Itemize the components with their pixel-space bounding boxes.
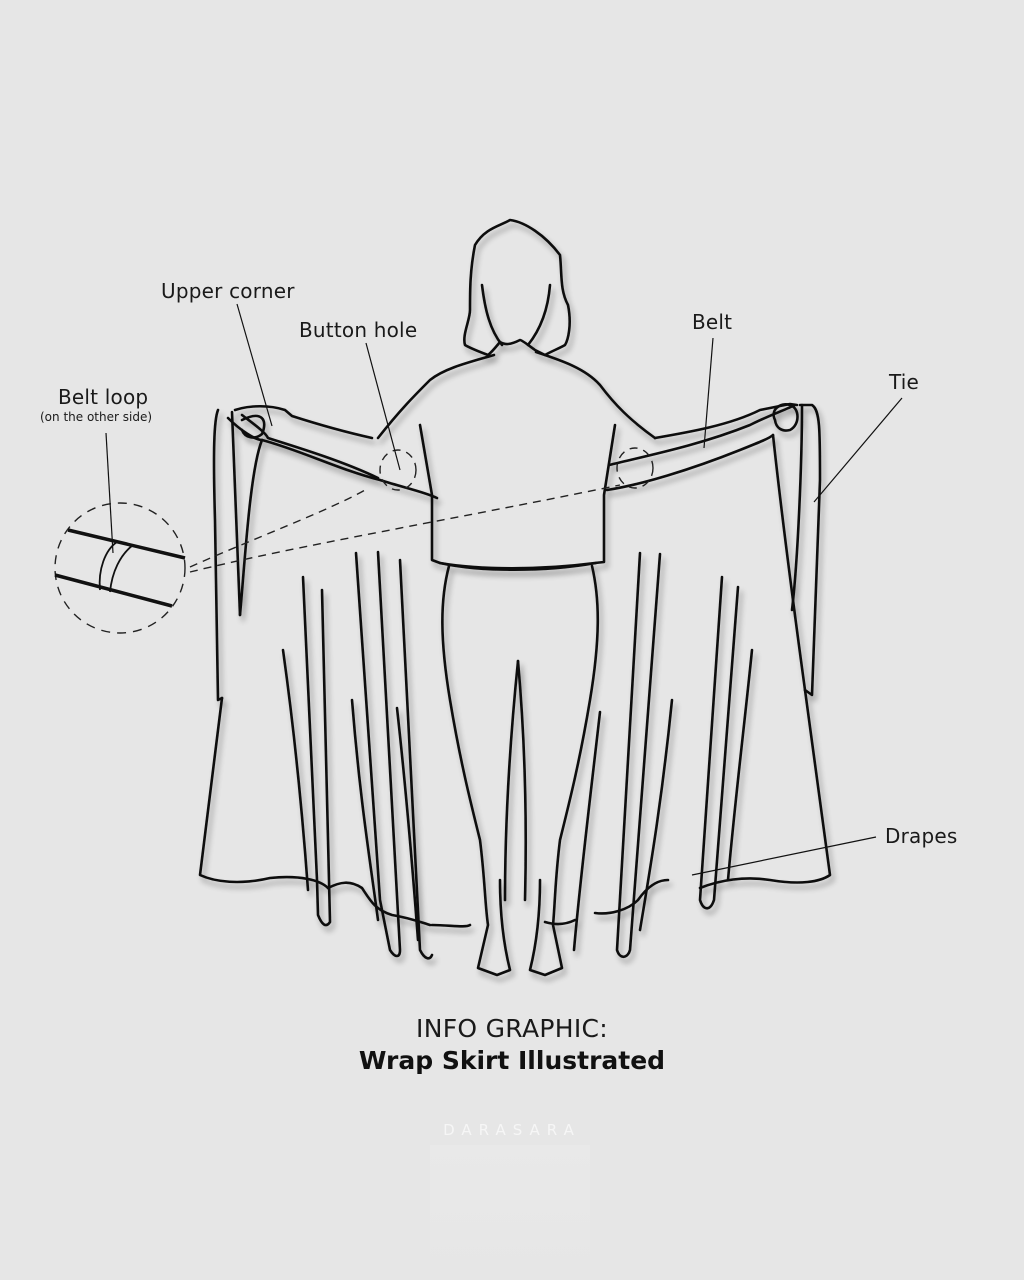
pleat: [615, 551, 662, 959]
right-tie: [798, 403, 822, 697]
leader-drapes: [691, 836, 877, 876]
leader-upper-corner: [236, 303, 273, 427]
figure-shirt: [418, 423, 617, 570]
belt-loop-highlight: [616, 447, 654, 489]
leader-belt-loop: [105, 432, 114, 554]
infographic-title: Wrap Skirt Illustrated: [358, 1046, 666, 1075]
infographic-kicker: INFO GRAPHIC:: [416, 1014, 608, 1043]
label-belt-loop: Belt loop: [58, 385, 149, 409]
leader-button-hole: [365, 342, 401, 471]
label-belt-loop-note: (on the other side): [40, 410, 153, 424]
label-button-hole: Button hole: [299, 318, 418, 342]
figure-head: [463, 218, 571, 357]
button-hole-highlight: [379, 449, 417, 491]
brand-logo: DARASARA: [443, 1121, 581, 1139]
label-belt: Belt: [692, 310, 733, 334]
left-arm-belt: [233, 404, 374, 440]
leader-belt: [703, 337, 714, 449]
left-tie: [212, 408, 224, 702]
right-arm-belt: [653, 402, 799, 440]
label-drapes: Drapes: [885, 824, 958, 848]
label-upper-corner: Upper corner: [161, 279, 295, 303]
leader-tie: [813, 397, 903, 503]
skirt-right-panel: [698, 688, 832, 890]
belt-loop-inset: [54, 502, 186, 634]
brand-ghost-reflection: [430, 1145, 590, 1280]
figure-shoulders: [376, 353, 496, 440]
pleat: [301, 575, 332, 927]
figure-legs: [441, 564, 512, 977]
dashed-guide: [189, 489, 366, 568]
label-tie: Tie: [889, 370, 920, 394]
